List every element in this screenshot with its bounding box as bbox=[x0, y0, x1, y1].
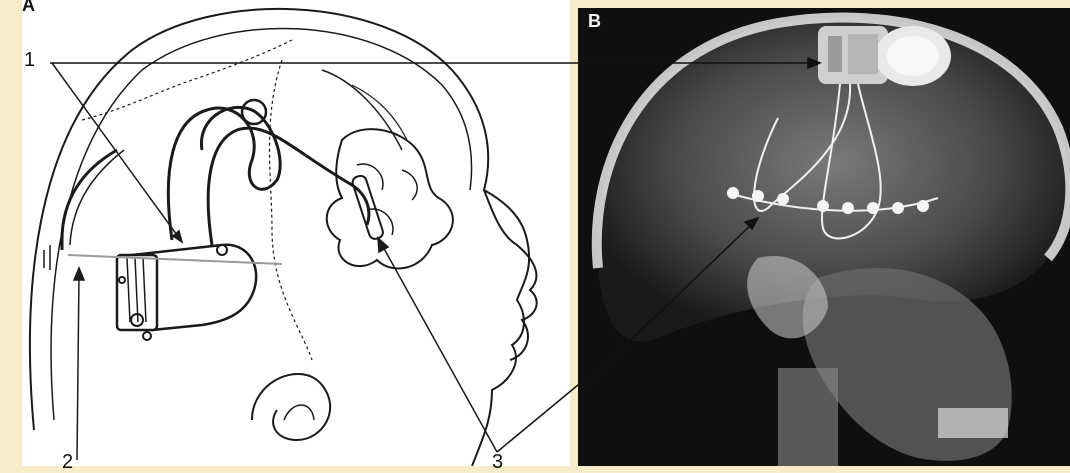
callout-1-label: 1 bbox=[24, 50, 35, 70]
callout-2-label: 2 bbox=[62, 452, 73, 472]
panel-a-label: A bbox=[22, 0, 35, 14]
panel-b-label: B bbox=[588, 12, 601, 30]
callout-3-label: 3 bbox=[492, 452, 503, 472]
callout-arrows-overlay bbox=[22, 0, 1060, 466]
figure: A B 1 2 3 bbox=[22, 0, 1060, 466]
